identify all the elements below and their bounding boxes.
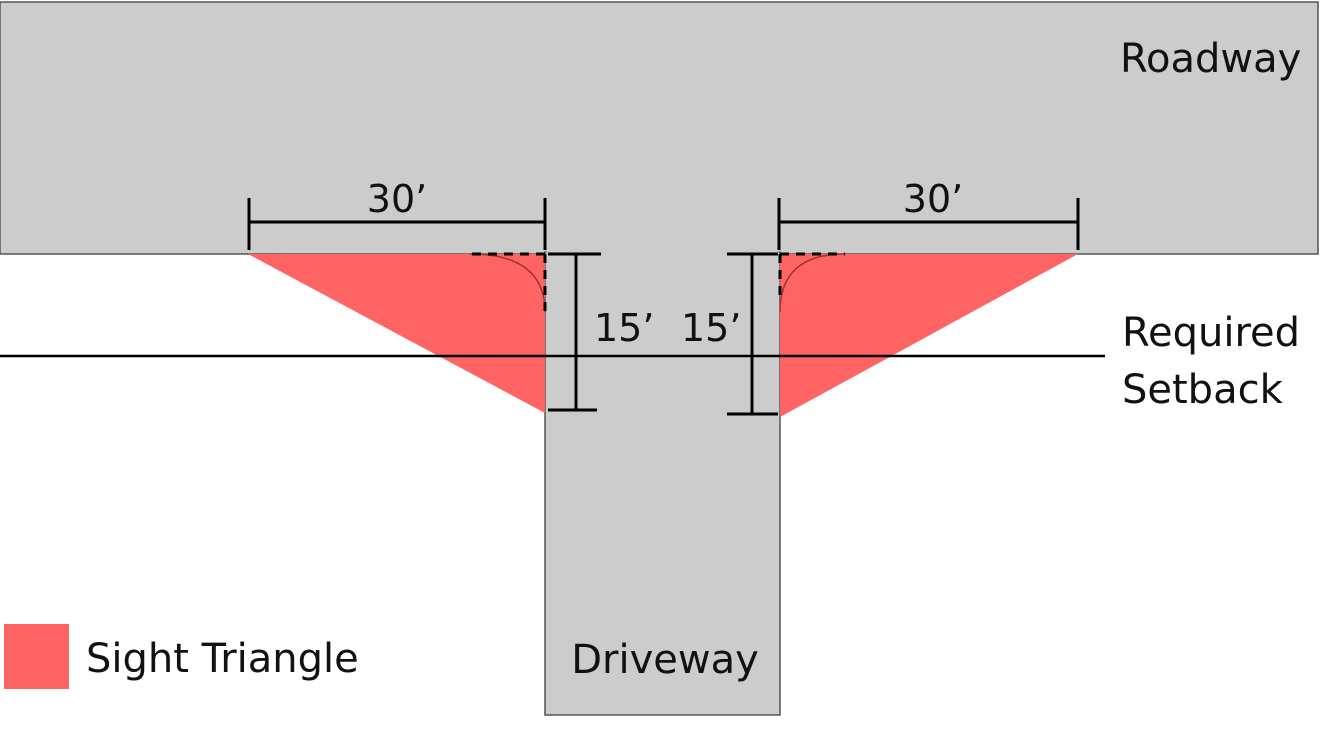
legend-swatch: [4, 624, 69, 689]
dimension-right-15-label: 15’: [681, 306, 741, 350]
dimension-left-15: [548, 252, 601, 412]
legend-label: Sight Triangle: [86, 636, 359, 682]
driveway-label: Driveway: [571, 637, 759, 683]
dimension-right-15: [727, 252, 778, 416]
dimension-left-15-label: 15’: [594, 306, 654, 350]
driveway: [544, 251, 781, 716]
sight-triangle-left: [248, 254, 545, 413]
roadway: [0, 1, 1319, 255]
corner-guides: [472, 252, 845, 312]
dimension-left-30-label: 30’: [367, 177, 427, 221]
roadway-label: Roadway: [1120, 36, 1301, 82]
dimension-right-30: [777, 198, 1080, 250]
setback-label-line1: Required: [1122, 310, 1300, 356]
dimension-right-30-label: 30’: [903, 177, 963, 221]
sight-triangle-right: [780, 254, 1078, 417]
setback-label-line2: Setback: [1122, 367, 1284, 413]
dimension-left-30: [247, 198, 547, 250]
curb-return-left: [469, 253, 546, 313]
